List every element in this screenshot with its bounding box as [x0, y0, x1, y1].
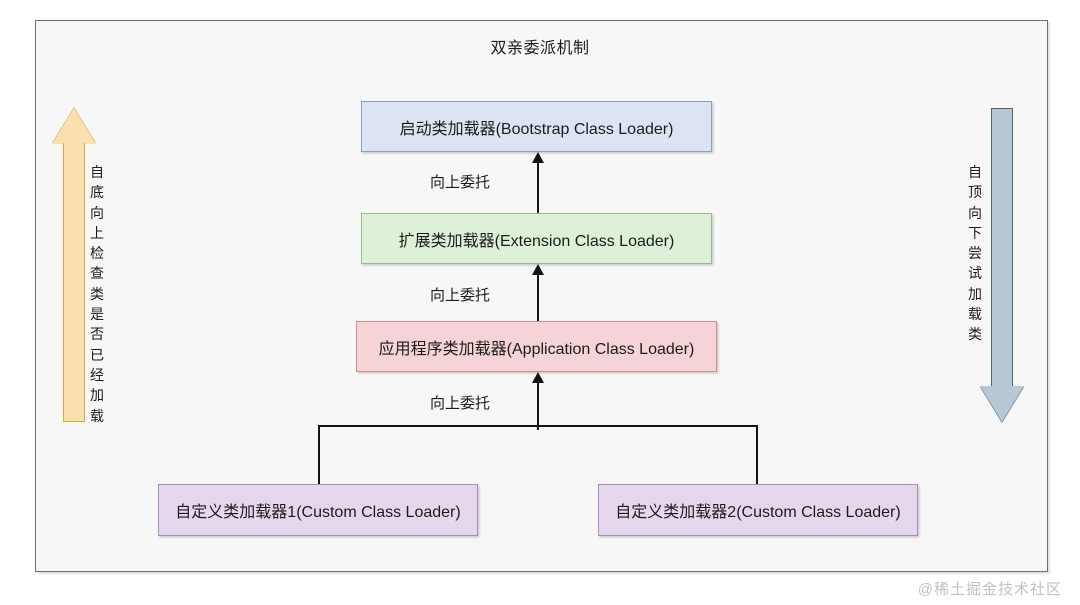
delegate-arrow-custom-to-application: [531, 372, 545, 430]
top-down-caption: 自顶向下尝试加载类: [968, 164, 982, 343]
arrow-head-down-icon: [980, 386, 1024, 422]
bottom-up-caption: 自底向上检查类是否已经加载: [90, 164, 104, 424]
bottom-up-arrow: [52, 108, 96, 422]
delegate-arrow-application-to-extension: [531, 264, 545, 321]
arrow-head-icon: [532, 264, 544, 275]
arrow-head-icon: [532, 372, 544, 383]
delegate-arrow-extension-to-bootstrap: [531, 152, 545, 213]
connector-horizontal-line: [318, 425, 758, 427]
connector-left-branch: [318, 425, 320, 485]
node-custom-class-loader-1[interactable]: 自定义类加载器1(Custom Class Loader): [158, 484, 478, 536]
arrow-shaft: [991, 108, 1013, 387]
arrow-shaft: [537, 160, 539, 213]
custom-loaders-connector: [318, 425, 758, 485]
node-bootstrap-class-loader[interactable]: 启动类加载器(Bootstrap Class Loader): [361, 101, 712, 152]
delegate-label-1: 向上委托: [430, 174, 491, 191]
arrow-shaft: [537, 380, 539, 430]
arrow-shaft: [537, 272, 539, 321]
arrow-head-icon: [532, 152, 544, 163]
arrow-head-up-icon: [52, 108, 96, 144]
arrow-shaft: [63, 143, 85, 422]
top-down-arrow: [980, 108, 1024, 422]
diagram-title: 双亲委派机制: [490, 40, 590, 57]
node-extension-class-loader[interactable]: 扩展类加载器(Extension Class Loader): [361, 213, 712, 264]
delegate-label-3: 向上委托: [430, 395, 491, 412]
node-application-class-loader[interactable]: 应用程序类加载器(Application Class Loader): [356, 321, 717, 372]
node-custom-class-loader-2[interactable]: 自定义类加载器2(Custom Class Loader): [598, 484, 918, 536]
watermark: @稀土掘金技术社区: [917, 581, 1062, 598]
delegate-label-2: 向上委托: [430, 287, 491, 304]
connector-right-branch: [756, 425, 758, 485]
